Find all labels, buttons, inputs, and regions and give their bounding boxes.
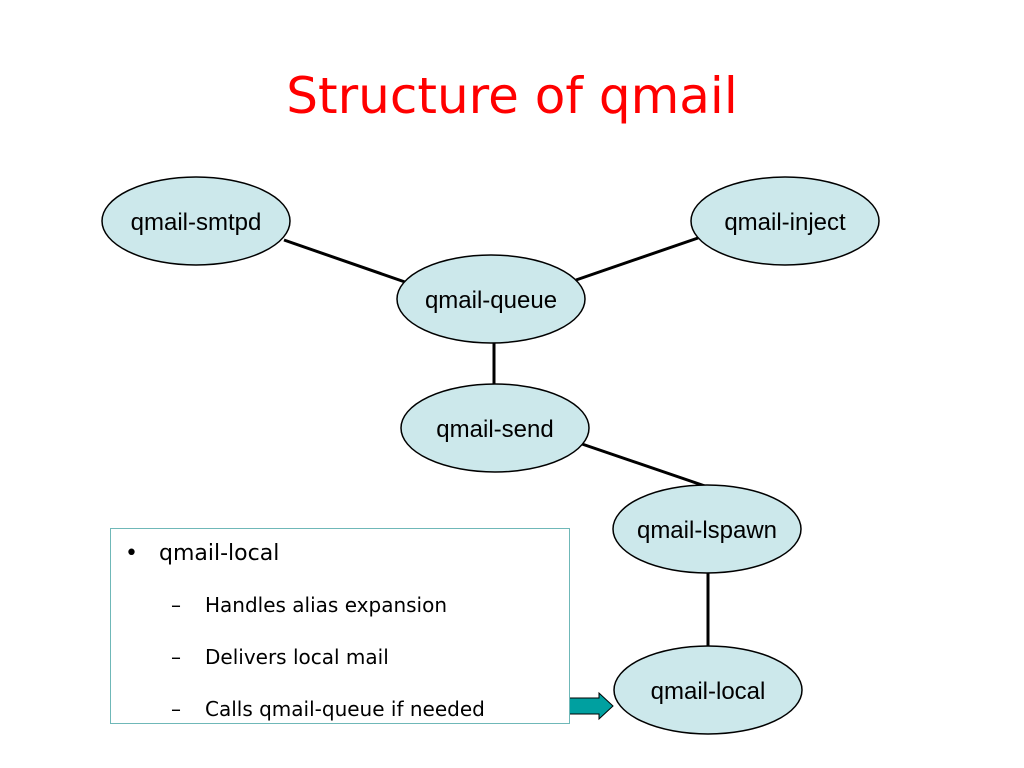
node-qmail-local: qmail-local	[613, 645, 803, 735]
arrow-right-icon	[562, 691, 614, 721]
sub-mark: –	[171, 645, 181, 669]
sub-mark: –	[171, 697, 181, 721]
node-qmail-lspawn: qmail-lspawn	[612, 484, 802, 574]
node-label: qmail-inject	[724, 209, 846, 236]
sub-mark: –	[171, 593, 181, 617]
node-label: qmail-lspawn	[637, 517, 777, 544]
edge-send-lspawn	[581, 442, 706, 488]
sub-item-text: Calls qmail-queue if needed	[205, 697, 485, 721]
node-label: qmail-local	[651, 678, 766, 705]
qmail-local-info-box: •qmail-local –Handles alias expansion –D…	[110, 528, 570, 724]
node-label: qmail-queue	[425, 287, 557, 314]
sub-item-text: Handles alias expansion	[205, 593, 448, 617]
sub-item-text: Delivers local mail	[205, 645, 389, 669]
slide-title: Structure of qmail	[286, 67, 738, 125]
sub-item: –Calls qmail-queue if needed	[171, 695, 485, 723]
edge-smtpd-queue	[283, 238, 406, 284]
node-qmail-smtpd: qmail-smtpd	[101, 176, 291, 266]
sub-item: –Handles alias expansion	[171, 591, 447, 619]
node-label: qmail-smtpd	[131, 209, 262, 236]
bullet-text: qmail-local	[159, 541, 280, 566]
node-qmail-queue: qmail-queue	[396, 254, 586, 344]
sub-item: –Delivers local mail	[171, 643, 389, 671]
bullet-mark: •	[125, 541, 138, 566]
edge-inject-queue	[575, 236, 699, 282]
node-qmail-send: qmail-send	[400, 383, 590, 473]
node-qmail-inject: qmail-inject	[690, 176, 880, 266]
node-label: qmail-send	[436, 416, 553, 443]
bullet-item: • qmail-local	[125, 539, 279, 569]
